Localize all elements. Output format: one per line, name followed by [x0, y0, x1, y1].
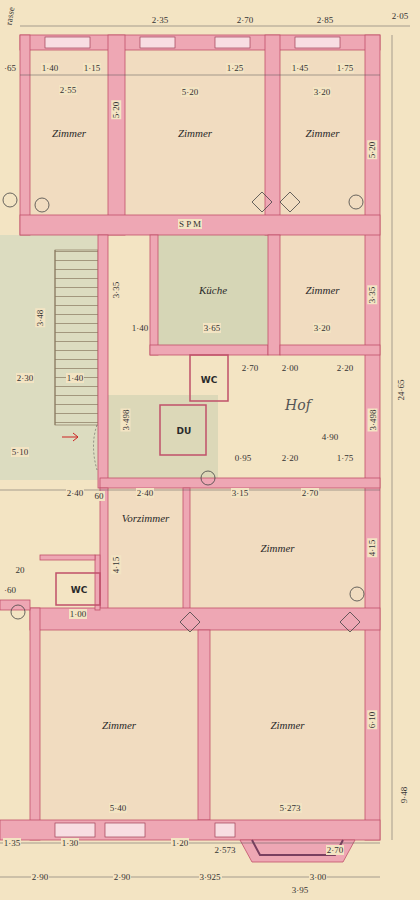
dimension-label: 3·15 [231, 488, 250, 498]
dimension-label: 2·20 [281, 453, 300, 463]
dimension-label: 5·273 [279, 803, 302, 813]
dimension-label: 2·55 [59, 85, 78, 95]
dimension-label: 2·70 [301, 488, 320, 498]
dimension-label: 1·35 [3, 838, 22, 848]
dimension-label: 3·65 [203, 323, 222, 333]
dimension-label: 2·30 [16, 373, 35, 383]
stair-hall [0, 235, 98, 480]
room-name: Zimmer [270, 719, 304, 731]
dimension-label: 4·15 [111, 556, 121, 575]
dimension-label: 2·35 [151, 15, 170, 25]
dimension-label: 1·75 [336, 63, 355, 73]
stove-symbols [3, 192, 364, 632]
dimension-label: 1·75 [336, 453, 355, 463]
room: Zimmer [190, 488, 365, 608]
dimension-label: 3·35 [111, 281, 121, 300]
dimension-label: 2·90 [31, 872, 50, 882]
dimension-label: 1·20 [171, 838, 190, 848]
stair-rail [55, 250, 56, 425]
room-name: DU [177, 426, 192, 436]
dimension-label: 3·00 [309, 872, 328, 882]
dimension-label: 1·40 [131, 323, 150, 333]
dimension-label: 24·65 [395, 379, 405, 402]
room-name: Zimmer [52, 127, 86, 139]
room-name: Zimmer [178, 127, 212, 139]
room: Vorzimmer [108, 500, 183, 536]
wet-room: WC [194, 362, 224, 398]
dimension-label: 3·48 [35, 309, 45, 328]
kitchen-floor [158, 235, 268, 345]
dimension-label: 1·45 [291, 63, 310, 73]
room-name: Zimmer [305, 284, 339, 296]
dimension-label: 2·70 [241, 363, 260, 373]
dimension-label: 3·20 [313, 323, 332, 333]
dimension-label: 2·70 [236, 15, 255, 25]
dimension-label: 3·925 [199, 872, 222, 882]
wet-room-walls [56, 355, 228, 605]
dimension-label: 2·20 [336, 363, 355, 373]
dimension-label: 3·35 [367, 286, 377, 305]
room-name: Vorzimmer [122, 512, 170, 524]
dimension-label: ·60 [3, 585, 17, 595]
wet-room: WC [60, 578, 98, 602]
dimension-label: 5·20 [181, 87, 200, 97]
dimension-label: 3·20 [313, 87, 332, 97]
dimension-label: 2·40 [136, 488, 155, 498]
dimension-label: 6·10 [367, 711, 377, 730]
courtyard-note: Hof [284, 400, 312, 410]
dimension-label: 2·85 [316, 15, 335, 25]
dimension-label: 2·70 [326, 845, 345, 855]
dimension-label: 0·95 [234, 453, 253, 463]
dimension-label: 4·90 [321, 432, 340, 442]
entry-arrow [62, 433, 78, 441]
windows [45, 37, 340, 837]
corridor-floor [108, 395, 218, 480]
dimension-label: 1·40 [41, 63, 60, 73]
dimension-label: 2·90 [113, 872, 132, 882]
room-name: Zimmer [102, 719, 136, 731]
staircase [55, 250, 98, 425]
dimension-label: 20 [15, 565, 26, 575]
room-name: Zimmer [305, 127, 339, 139]
door-swing [94, 425, 98, 470]
dimension-label: 2·40 [66, 488, 85, 498]
dimension-label: 2·00 [281, 363, 300, 373]
dimension-label: 1·30 [61, 838, 80, 848]
dimension-label: 5·20 [111, 101, 121, 120]
room: Zimmer [125, 50, 265, 215]
dimension-label: 60 [94, 491, 105, 501]
dimension-label: 3·498 [120, 409, 130, 432]
dimension-lines [0, 26, 410, 877]
walls [0, 35, 380, 840]
room: Zimmer [210, 630, 365, 820]
flue-marks: S P M [178, 219, 202, 229]
room: Zimmer [280, 50, 365, 215]
dimension-label: ·65 [3, 63, 17, 73]
street-name: rasse [3, 5, 16, 26]
dimension-label: 5·20 [367, 141, 377, 160]
dimension-label: 5·40 [109, 803, 128, 813]
dimension-label: 4·15 [367, 539, 377, 558]
dimension-label: 2·573 [214, 845, 237, 855]
wet-room: DU [165, 410, 203, 452]
dimension-label: 9·48 [399, 786, 409, 805]
dimension-label: 5·10 [11, 447, 30, 457]
dimension-label: 3·95 [291, 885, 310, 895]
room-name: WC [71, 585, 88, 595]
room-name: Zimmer [260, 542, 294, 554]
room: Zimmer [30, 50, 108, 215]
dimension-label: 1·25 [226, 63, 245, 73]
room-name: Küche [199, 284, 227, 296]
dimension-label: 3·498 [367, 409, 377, 432]
room: Zimmer [40, 630, 198, 820]
dimension-label: 1·00 [69, 609, 88, 619]
bay-window [240, 840, 355, 862]
dimension-label: 1·40 [66, 373, 85, 383]
dimension-label: 2·05 [391, 11, 410, 21]
room-name: WC [201, 375, 218, 385]
dimension-label: 1·15 [83, 63, 102, 73]
